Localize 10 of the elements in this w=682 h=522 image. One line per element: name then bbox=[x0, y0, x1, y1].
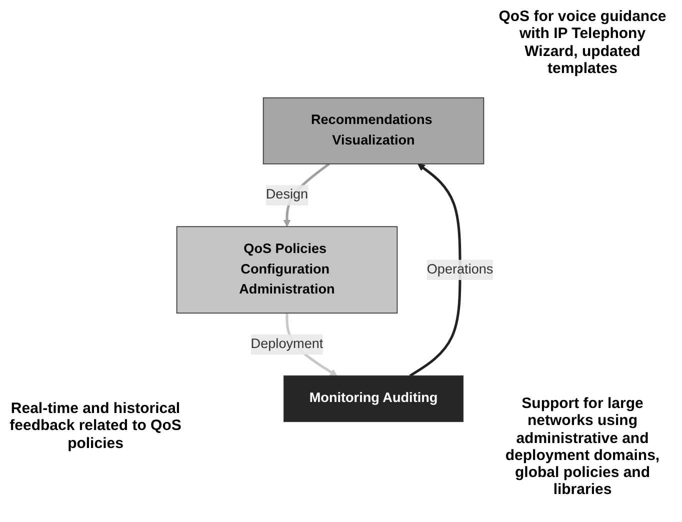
edge-label: Deployment bbox=[250, 337, 324, 352]
note-text: Real-time and historical feedback related to QoS policies bbox=[8, 400, 182, 452]
edge-label: Design bbox=[266, 188, 308, 202]
edge-label: Operations bbox=[426, 262, 494, 277]
arrow bbox=[409, 164, 462, 378]
note-text: Support for large networks using administrative and deployment domains, global policies and libraries bbox=[504, 395, 661, 498]
node-box: Monitoring Auditing bbox=[284, 376, 464, 422]
note-text: QoS for voice guidance with IP Telephony Wizard, updated templates bbox=[498, 8, 668, 77]
node-box: Recommendations Visualization bbox=[262, 98, 484, 165]
node-box: QoS Policies Configuration Administration bbox=[176, 226, 398, 314]
